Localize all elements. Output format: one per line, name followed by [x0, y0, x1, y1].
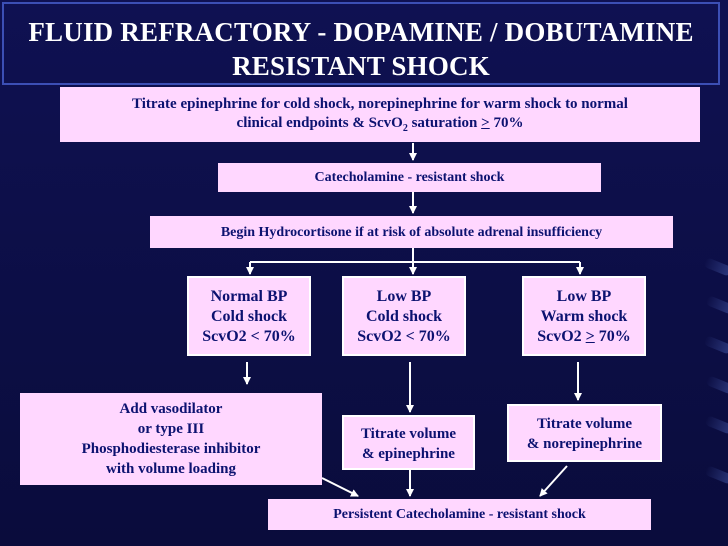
titrate-volume-norepinephrine-box: Titrate volume & norepinephrine	[507, 404, 662, 462]
hydrocortisone-box: Begin Hydrocortisone if at risk of absol…	[150, 216, 673, 248]
persistent-label: Persistent Catecholamine - resistant sho…	[333, 507, 586, 522]
arrow-vasodilator-to-persistent	[321, 477, 359, 497]
normal-bp-line-2: Cold shock	[210, 308, 288, 325]
low-bp-warm-line-2: Warm shock	[540, 308, 628, 325]
vasodilator-line-1: Add vasodilator	[119, 401, 223, 417]
low-bp-cold-line-2: Cold shock	[365, 308, 443, 325]
title-line-1: FLUID REFRACTORY - DOPAMINE / DOBUTAMINE	[28, 17, 694, 47]
titrate-line-1: Titrate epinephrine for cold shock, nore…	[132, 96, 628, 112]
vasodilator-line-3: Phosphodiesterase inhibitor	[81, 441, 261, 457]
title-frame	[2, 2, 720, 85]
titrate-norepi-line-1: Titrate volume	[536, 416, 633, 432]
low-bp-cold-box: Low BP Cold shock ScvO2 < 70%	[342, 276, 466, 356]
arrow-norepinephrine-to-persistent	[539, 465, 568, 497]
low-bp-warm-box: Low BP Warm shock ScvO2 > 70%	[522, 276, 646, 356]
titrate-epinephrine-box: Titrate epinephrine for cold shock, nore…	[60, 87, 700, 142]
persistent-catecholamine-box: Persistent Catecholamine - resistant sho…	[268, 499, 651, 530]
titrate-volume-epinephrine-box: Titrate volume & epinephrine	[342, 415, 475, 470]
titrate-epi-line-2: & epinephrine	[362, 446, 455, 462]
low-bp-cold-line-3: ScvO2 < 70%	[357, 328, 451, 345]
catecholamine-resistant-box: Catecholamine - resistant shock	[218, 163, 601, 192]
title-line-2: RESISTANT SHOCK	[232, 51, 490, 81]
low-bp-warm-line-1: Low BP	[556, 288, 612, 305]
vasodilator-line-2: or type III	[137, 421, 205, 437]
titrate-epi-line-1: Titrate volume	[360, 426, 457, 442]
slide-title: FLUID REFRACTORY - DOPAMINE / DOBUTAMINE…	[2, 15, 720, 83]
low-bp-cold-line-1: Low BP	[376, 288, 432, 305]
normal-bp-box: Normal BP Cold shock ScvO2 < 70%	[187, 276, 311, 356]
catecholamine-label: Catecholamine - resistant shock	[314, 170, 505, 185]
normal-bp-line-3: ScvO2 < 70%	[202, 328, 296, 345]
titrate-norepi-line-2: & norepinephrine	[526, 436, 643, 452]
vasodilator-box: Add vasodilator or type III Phosphodiest…	[20, 393, 322, 485]
low-bp-warm-line-3: ScvO2 > 70%	[537, 328, 631, 345]
normal-bp-line-1: Normal BP	[210, 288, 288, 305]
hydrocortisone-label: Begin Hydrocortisone if at risk of absol…	[220, 225, 603, 240]
titrate-line-2: clinical endpoints & ScvO2 saturation > …	[236, 115, 524, 134]
vasodilator-line-4: with volume loading	[105, 461, 237, 477]
